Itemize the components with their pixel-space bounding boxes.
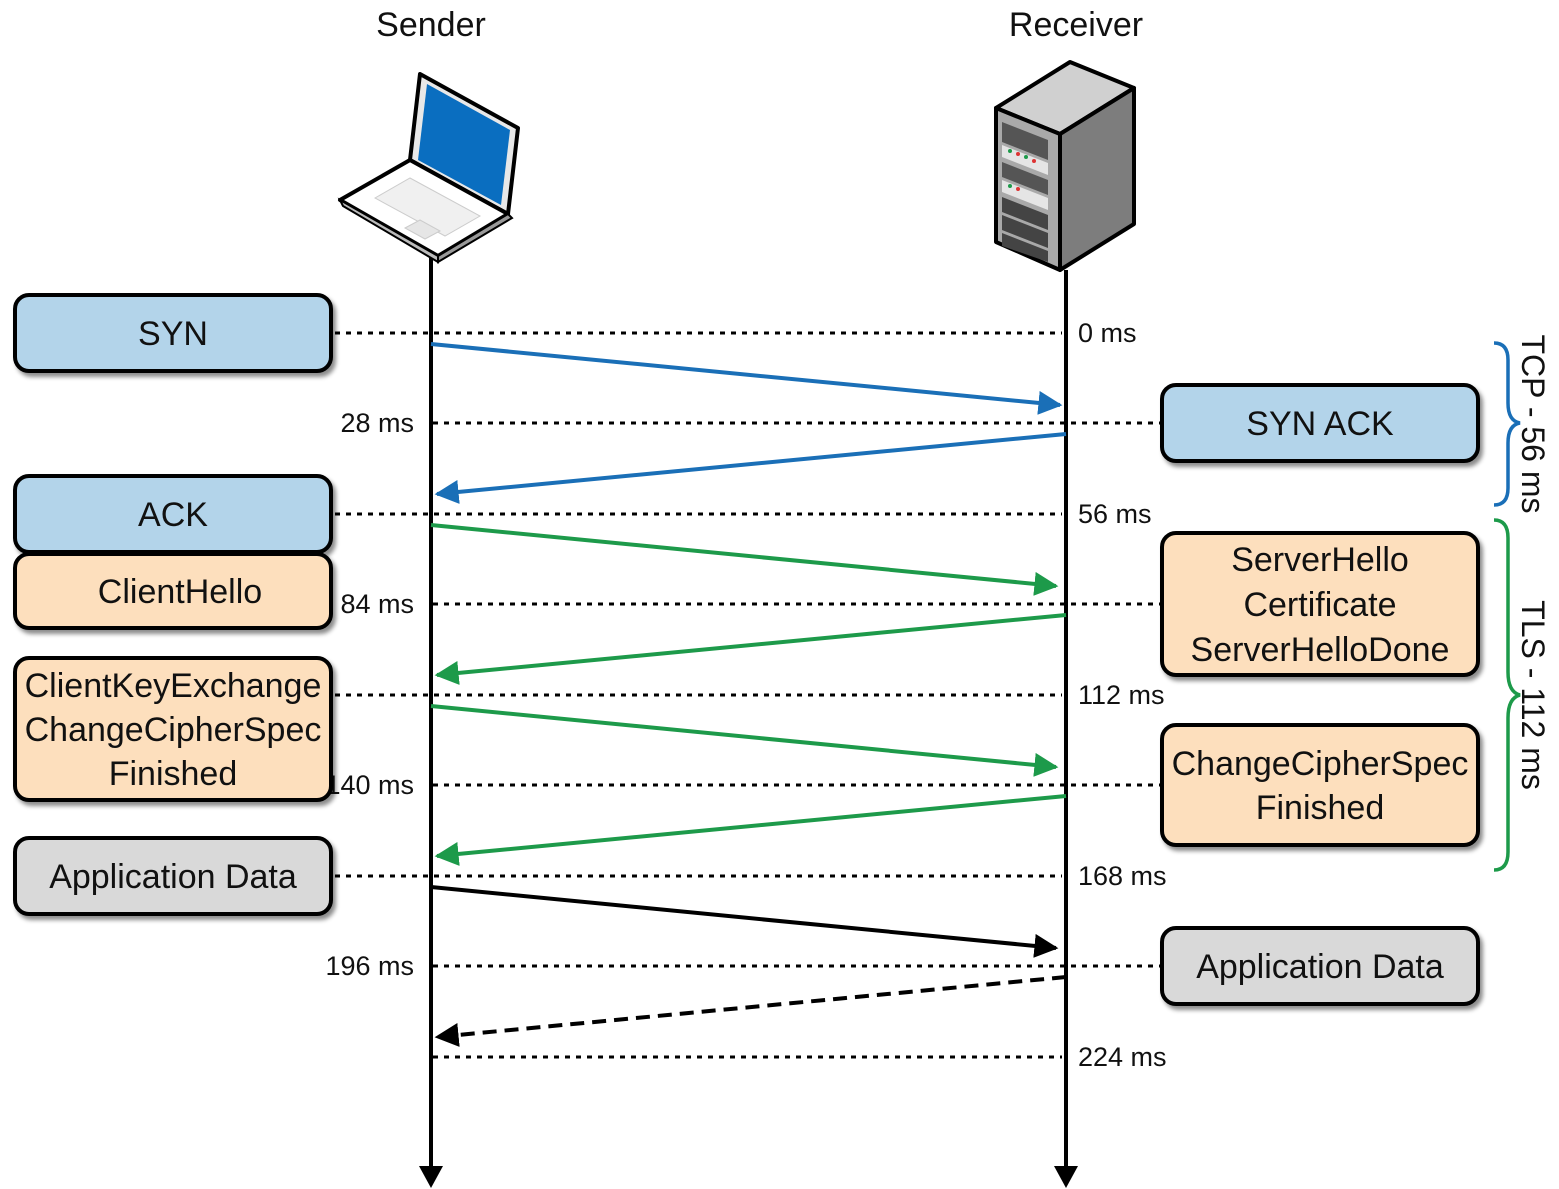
message-box-syn: SYN (13, 293, 333, 373)
message-label: ClientHello (98, 573, 262, 611)
time-label: 28 ms (340, 408, 414, 438)
message-label: ServerHello (1231, 541, 1409, 579)
message-label: ClientKeyExchange (25, 667, 322, 705)
message-box-bg (13, 552, 333, 630)
message-box-bg (1160, 383, 1480, 463)
receiver-lifeline-arrowhead (1054, 1166, 1078, 1188)
timing-gridlines (335, 331, 1160, 1059)
sender-lifeline-arrowhead (419, 1166, 443, 1188)
receiver-title: Receiver (1009, 6, 1143, 44)
message-label: Certificate (1243, 586, 1396, 624)
message-label: SYN ACK (1246, 405, 1394, 443)
time-label: 0 ms (1078, 318, 1137, 348)
message-label: SYN (138, 315, 208, 353)
message-box-bg (13, 836, 333, 916)
time-label: 168 ms (1078, 861, 1167, 891)
message-box-ack: ACK (13, 474, 333, 554)
message-label: Application Data (1196, 948, 1444, 986)
message-box-client-hello: ClientHello (13, 552, 333, 630)
tls-phase-brace (1493, 518, 1521, 872)
message-box-bg (1160, 531, 1480, 677)
message-box-bg (13, 656, 333, 802)
application-data-response-arrow (434, 975, 1067, 1047)
tcp-phase-label: TCP - 56 ms (1515, 335, 1551, 514)
message-box-application-data-receiver: Application Data (1160, 926, 1480, 1006)
message-box-server-finished: ChangeCipherSpec Finished (1160, 723, 1480, 847)
sender-title: Sender (376, 6, 486, 44)
time-label: 84 ms (340, 589, 414, 619)
message-box-bg (1160, 926, 1480, 1006)
laptop-icon (337, 72, 520, 264)
message-label: Finished (1256, 789, 1385, 827)
syn-ack-arrow (434, 432, 1067, 504)
message-label: Finished (109, 755, 238, 793)
server-icon (994, 60, 1136, 272)
message-label: ServerHelloDone (1191, 631, 1450, 669)
message-box-client-key-exchange: ClientKeyExchange ChangeCipherSpec Finis… (13, 656, 333, 802)
server-hello-arrow (434, 613, 1067, 685)
message-box-bg (1160, 723, 1480, 847)
message-box-bg (13, 293, 333, 373)
message-label: ChangeCipherSpec (1172, 745, 1469, 783)
message-box-application-data-sender: Application Data (13, 836, 333, 916)
client-hello-arrow (430, 523, 1059, 596)
tls-phase-label: TLS - 112 ms (1515, 600, 1551, 790)
message-label: ChangeCipherSpec (25, 711, 322, 749)
message-box-syn-ack: SYN ACK (1160, 383, 1480, 463)
time-label: 112 ms (1078, 680, 1165, 710)
client-key-exchange-arrow (430, 704, 1059, 777)
message-label: ACK (138, 496, 208, 534)
application-data-request-arrow (430, 885, 1059, 958)
server-finished-arrow (434, 794, 1067, 866)
time-label: 140 ms (325, 770, 414, 800)
time-label: 224 ms (1078, 1042, 1167, 1072)
time-label: 56 ms (1078, 499, 1152, 529)
syn-arrow (430, 342, 1063, 415)
message-box-server-hello: ServerHello Certificate ServerHelloDone (1160, 531, 1480, 677)
tcp-phase-brace (1493, 341, 1521, 507)
time-label: 196 ms (325, 951, 414, 981)
message-label: Application Data (49, 858, 297, 896)
